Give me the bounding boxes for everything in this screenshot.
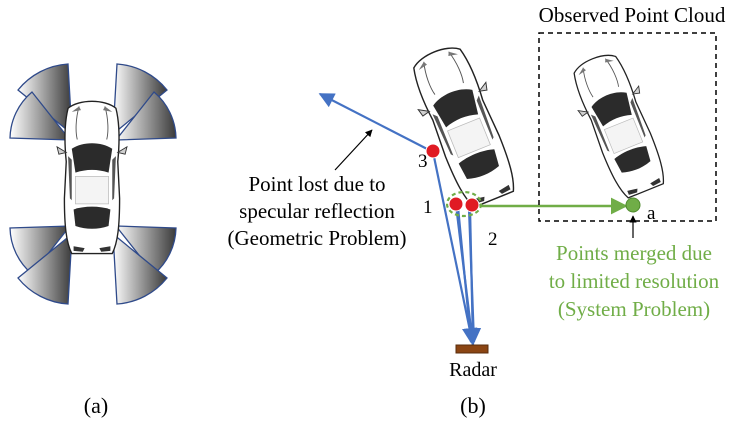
car-observed (561, 45, 677, 204)
point-2-label: 2 (488, 229, 498, 250)
panel-b-label: (b) (460, 393, 486, 418)
sensor-fov-front-right (112, 63, 168, 136)
sensor-fov-rear-right (112, 232, 168, 305)
observed-box-title: Observed Point Cloud (539, 3, 726, 27)
point-1-label: 1 (423, 197, 433, 218)
point-3-marker (425, 143, 441, 159)
system-annotation-line3: (System Problem) (558, 297, 710, 321)
return-ray-2 (465, 208, 482, 344)
merged-point-a-label: a (647, 203, 656, 224)
panel-a: (a) (9, 63, 177, 418)
point-3-label: 3 (418, 151, 428, 172)
geometric-annotation-line2: specular reflection (239, 199, 395, 223)
reflected-ray (318, 93, 434, 153)
return-ray-1 (456, 206, 478, 344)
sensor-fov-front-left (17, 63, 73, 136)
radar-label: Radar (449, 359, 497, 381)
panel-a-label: (a) (84, 393, 108, 418)
radar-sensor (455, 344, 489, 354)
geometric-annotation: Point lost due to specular reflection (G… (227, 172, 406, 250)
sensor-fov-mid-front-left (9, 91, 72, 141)
car-top-view-b (399, 37, 529, 214)
system-annotation: Points merged due to limited resolution … (549, 241, 720, 321)
radar-rays (318, 93, 482, 346)
car-top-view-a (56, 100, 128, 255)
merged-point-a-marker (625, 197, 641, 213)
system-annotation-line2: to limited resolution (549, 269, 720, 293)
sensor-fov-mid-front-right (114, 91, 177, 141)
sensor-fov-rear-left (17, 232, 73, 305)
point-1-marker (448, 196, 464, 212)
merged-points-ring (445, 190, 483, 218)
panel-b: 3 1 2 Radar Point lost due to specular r… (227, 3, 725, 418)
geometric-annotation-pointer (334, 129, 373, 171)
point-2-marker (464, 197, 480, 213)
ray-to-point-3 (431, 151, 475, 346)
geometric-annotation-line1: Point lost due to (248, 172, 385, 196)
observed-point-cloud-box (538, 32, 717, 222)
system-annotation-line1: Points merged due (556, 241, 712, 265)
geometric-annotation-line3: (Geometric Problem) (227, 226, 406, 250)
